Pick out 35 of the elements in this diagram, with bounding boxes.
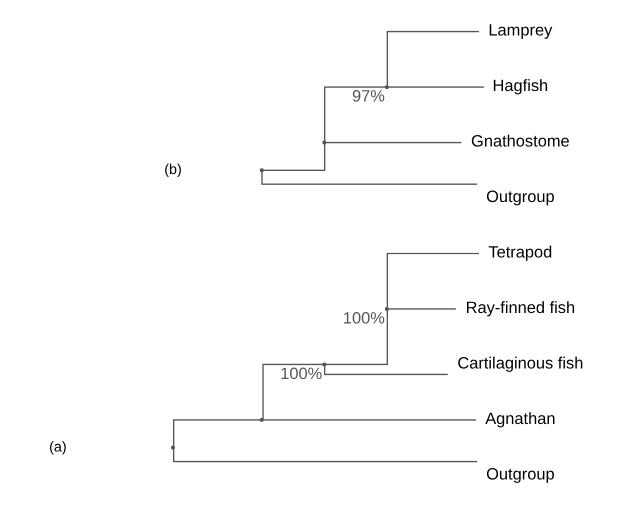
connector: [326, 141, 461, 143]
node-point: [384, 84, 388, 89]
connector: [324, 86, 385, 140]
label: (a): [48, 438, 66, 455]
node-point: [322, 140, 326, 144]
node-label: 100%: [280, 364, 322, 383]
node-text: Ray-finned fish: [465, 298, 575, 316]
node-point: [259, 168, 264, 172]
node-text: Outgroup: [486, 187, 554, 206]
connector: [388, 308, 456, 310]
connector: [386, 30, 479, 85]
node-point: [170, 445, 174, 450]
connector: [325, 310, 388, 365]
label: (b): [164, 162, 182, 178]
node-text: Outgroup: [486, 464, 554, 483]
node-point: [259, 417, 264, 422]
node-point: [384, 306, 388, 310]
node-text: Agnathan: [484, 409, 556, 428]
connector: [262, 418, 476, 420]
connector: [172, 448, 477, 462]
node-text: Gnathostome: [470, 132, 570, 150]
node-text: Cartilaginous fish: [456, 354, 583, 372]
node-label: 100%: [342, 309, 384, 328]
connector: [262, 144, 325, 170]
node-point: [322, 362, 326, 366]
connector: [324, 366, 448, 375]
connector: [172, 418, 260, 446]
connector: [260, 172, 477, 184]
node-text: Tetrapod: [488, 242, 552, 261]
node-text: Lamprey: [488, 21, 552, 40]
node-label: 97%: [352, 87, 384, 106]
connector: [386, 252, 479, 307]
connector: [388, 86, 484, 88]
node-text: Hagfish: [492, 76, 548, 94]
connector: [262, 363, 322, 418]
